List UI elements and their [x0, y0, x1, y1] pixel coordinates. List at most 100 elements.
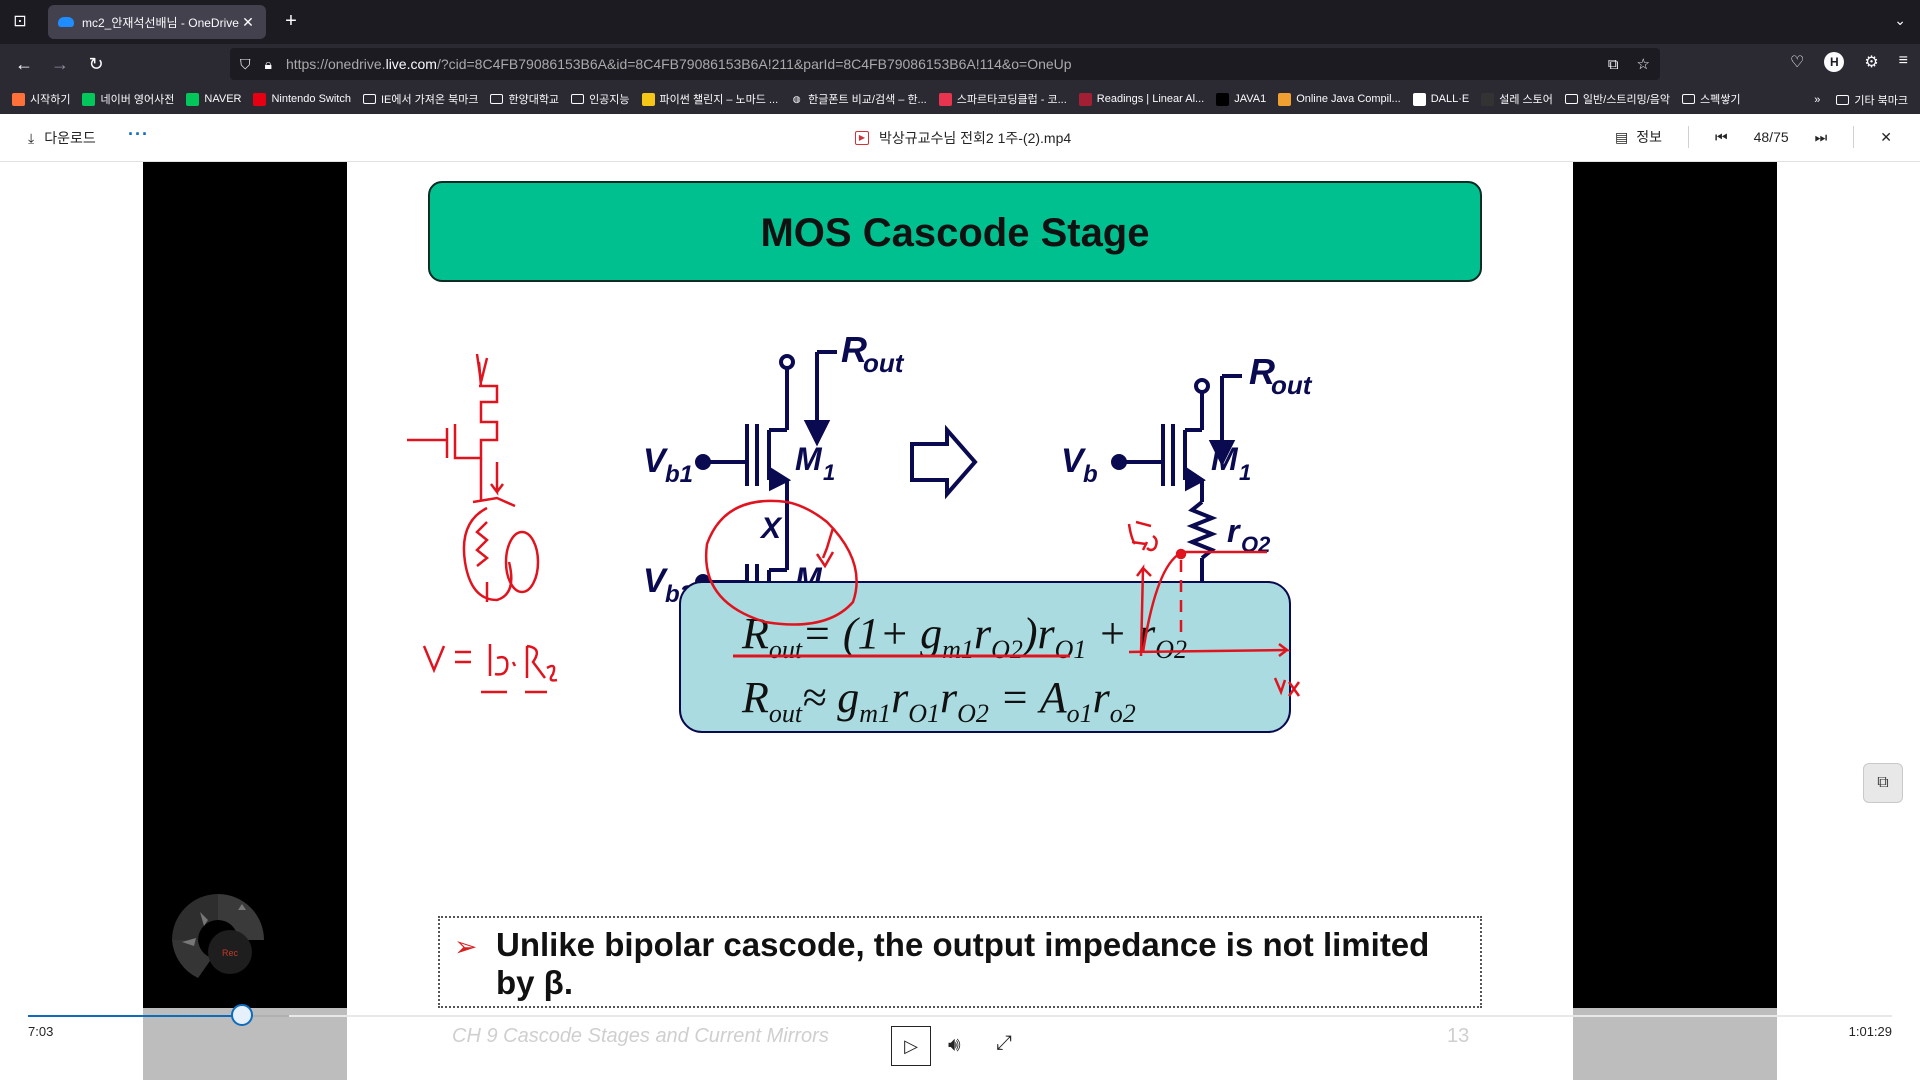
mit-icon [1078, 92, 1092, 106]
sun-icon [1278, 92, 1292, 106]
bookmark-item[interactable]: 시작하기 [12, 91, 70, 107]
download-label: 다운로드 [44, 130, 96, 146]
bookmark-label: JAVA1 [1234, 93, 1267, 105]
volume-icon[interactable]: 🔊︎ [948, 1034, 961, 1056]
duration: 1:01:29 [1848, 1024, 1892, 1039]
player-controls: 7:03 1:01:29 ▷ 🔊︎ ⤢ [0, 1000, 1920, 1080]
bookmark-label: 설레 스토어 [1499, 94, 1553, 106]
chevron-down-icon[interactable]: ⌄ [1894, 12, 1906, 28]
new-tab-plus-icon[interactable]: + [285, 10, 297, 32]
star-bookmark-icon[interactable]: ☆ [1636, 56, 1650, 73]
bookmark-item[interactable]: Nintendo Switch [253, 92, 351, 106]
bookmark-item[interactable]: Readings | Linear Al... [1078, 92, 1204, 106]
bookmark-item[interactable]: 설레 스토어 [1481, 91, 1553, 107]
fullscreen-icon[interactable]: ⤢ [996, 1032, 1012, 1054]
bookmark-item[interactable]: DALL·E [1412, 92, 1469, 106]
svg-text:b1: b1 [665, 461, 693, 488]
bookmark-label: 스펙쌓기 [1700, 94, 1741, 106]
bookmark-label: Nintendo Switch [271, 93, 351, 105]
screen-recorder-widget[interactable]: Rec [168, 890, 268, 990]
account-avatar-icon[interactable]: H [1824, 52, 1845, 72]
folder-icon [571, 94, 585, 104]
shield-icon[interactable]: ⛉ [240, 55, 251, 72]
previous-file-icon[interactable]: ⏮ [1715, 128, 1728, 145]
video-player[interactable]: MOS Cascode Stage [143, 162, 1777, 1080]
back-arrow-icon[interactable]: ← [15, 54, 33, 74]
bookmark-label: Online Java Compil... [1296, 93, 1401, 105]
bookmark-item[interactable]: 파이썬 챌린지 – 노마드 ... [641, 91, 779, 107]
play-icon: ▷ [904, 1036, 918, 1056]
video-stage: MOS Cascode Stage [0, 162, 1920, 1080]
right-arrow-shape [910, 424, 978, 500]
svg-text:R: R [841, 329, 867, 370]
browser-tab-bar: ⊡ mc2_안재석선배님 - OneDrive ✕ + ⌄ [0, 0, 1920, 44]
folder-icon [1682, 94, 1695, 104]
bookmark-item[interactable]: Online Java Compil... [1278, 92, 1401, 106]
picture-in-picture-toggle-icon[interactable]: ⧉ [1863, 763, 1903, 803]
bookmark-item[interactable]: 한양대학교 [490, 91, 559, 107]
forward-arrow-icon[interactable]: → [51, 54, 69, 74]
browser-tab-onedrive[interactable]: mc2_안재석선배님 - OneDrive ✕ [48, 5, 266, 39]
seek-bar[interactable] [28, 1015, 1892, 1017]
download-button[interactable]: ⤓ 다운로드 [28, 128, 96, 148]
bookmark-item[interactable]: 스펙쌓기 [1682, 91, 1740, 107]
file-name-heading: ▶ 박상규교수님 전회2 1주-(2).mp4 [855, 128, 1071, 148]
url-text[interactable]: https://onedrive.live.com/?cid=8C4FB7908… [285, 56, 1072, 72]
info-button[interactable]: ▤정보 [1615, 128, 1662, 146]
bookmark-item[interactable]: JAVA1 [1216, 92, 1267, 106]
bookmark-item[interactable]: 인공지능 [571, 91, 630, 107]
circuit-labels: Rout Vb1 Vb2 M1 M2 X Rout Vb M1 rO2 [643, 329, 1313, 608]
nintendo-icon [253, 92, 267, 106]
reload-icon[interactable]: ↻ [88, 54, 104, 74]
hamburger-menu-icon[interactable]: ≡ [1898, 52, 1908, 69]
bullet-text: Unlike bipolar cascode, the output imped… [496, 926, 1430, 1001]
bookmark-item[interactable]: 일반/스트리밍/음악 [1564, 91, 1670, 107]
bookmark-item[interactable]: NAVER [186, 92, 241, 106]
svg-text:Rout= (1+ gm1rO2)rO1 + rO2: Rout= (1+ gm1rO2)rO1 + rO2 [741, 609, 1187, 664]
svg-text:V: V [1061, 442, 1087, 480]
close-viewer-icon[interactable]: ✕ [1880, 128, 1892, 145]
bookmark-label: 스파르타코딩클럽 - 코... [956, 94, 1067, 106]
file-name: 박상규교수님 전회2 1주-(2).mp4 [879, 130, 1072, 146]
picture-in-picture-icon[interactable]: ⧉ [1607, 55, 1619, 73]
address-bar[interactable]: ⛉ 🔒︎ https://onedrive.live.com/?cid=8C4F… [230, 48, 1660, 80]
download-icon: ⤓ [28, 129, 35, 146]
bookmark-item[interactable]: 네이버 영어사전 [82, 91, 174, 107]
svg-text:r: r [1227, 513, 1241, 549]
bookmark-item[interactable]: 스파르타코딩클럽 - 코... [938, 91, 1067, 107]
bookmark-label: 네이버 영어사전 [100, 94, 175, 106]
svg-text:R: R [1249, 351, 1275, 392]
svg-text:M: M [1211, 441, 1239, 477]
bookmark-label: 시작하기 [30, 94, 71, 106]
lock-icon[interactable]: 🔒︎ [264, 55, 272, 72]
firefox-icon [12, 92, 25, 106]
seek-thumb[interactable] [231, 1004, 254, 1026]
next-file-icon[interactable]: ⏭ [1814, 128, 1828, 145]
onedrive-viewer-header: ⤓ 다운로드 ··· ▶ 박상규교수님 전회2 1주-(2).mp4 ▤정보 ⏮… [0, 114, 1920, 162]
bookmark-item[interactable]: ◍한글폰트 비교/검색 – 한... [790, 91, 927, 107]
video-file-icon: ▶ [855, 131, 869, 145]
bookmarks-overflow-chevron-icon[interactable]: » [1814, 94, 1821, 106]
bookmark-label: 파이썬 챌린지 – 노마드 ... [659, 94, 779, 106]
extensions-puzzle-icon[interactable]: ⚙ [1864, 54, 1879, 71]
folder-icon [362, 94, 376, 104]
navigation-bar: ← → ↻ ⛉ 🔒︎ https://onedrive.live.com/?ci… [0, 44, 1920, 84]
slide-page-number: 13 [1447, 1025, 1470, 1047]
lecture-slide: MOS Cascode Stage [347, 162, 1573, 1080]
bookmark-item[interactable]: IE에서 가져온 북마크 [362, 91, 479, 107]
folder-icon [1564, 94, 1578, 104]
tab-list-icon[interactable]: ⊡ [13, 13, 27, 30]
more-options-button[interactable]: ··· [128, 124, 149, 144]
bookmark-label: IE에서 가져온 북마크 [380, 94, 479, 106]
pocket-icon[interactable]: ♡ [1789, 54, 1805, 71]
naver-icon [186, 92, 200, 106]
other-bookmarks-folder[interactable]: 기타 북마크 [1836, 92, 1908, 108]
bookmark-label: 인공지능 [589, 94, 630, 106]
equations: Rout= (1+ gm1rO2)rO1 + rO2 Rout≈ gm1rO1r… [741, 609, 1187, 728]
play-button[interactable]: ▷ [891, 1026, 931, 1066]
bookmark-label: 일반/스트리밍/음악 [1582, 94, 1670, 106]
folder-icon [1836, 95, 1850, 105]
svg-text:M: M [795, 441, 823, 477]
tab-close-icon[interactable]: ✕ [242, 13, 254, 30]
nomad-icon [641, 92, 655, 106]
